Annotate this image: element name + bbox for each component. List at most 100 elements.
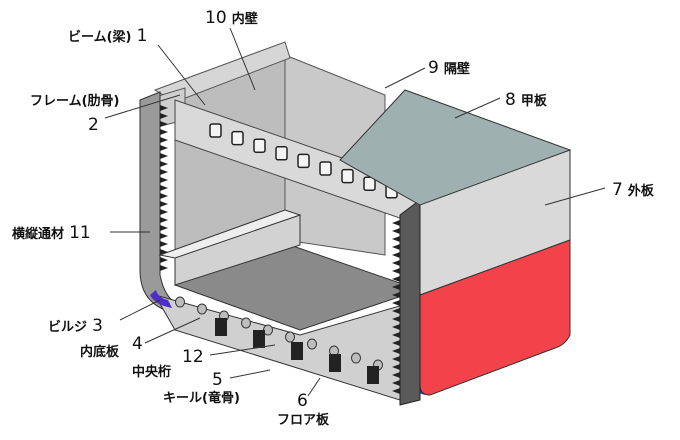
label-9: 9 隔壁 [428, 60, 470, 77]
leader-9 [384, 67, 426, 89]
leader-4 [144, 317, 201, 344]
frame-tooth [160, 225, 168, 231]
frame-tooth [392, 228, 400, 234]
label-2-num: 2 [88, 115, 99, 135]
leader-3 [119, 299, 161, 321]
lightening-hole [231, 130, 244, 146]
frame-tooth [160, 169, 168, 175]
floor-gap [215, 318, 227, 336]
frame-tooth [160, 137, 168, 143]
label-5-num: 5 [212, 370, 223, 390]
frame-tooth [392, 276, 400, 282]
leader-2 [104, 94, 181, 119]
label-4-num: 4 [132, 334, 143, 354]
label-7-text: 外板 [627, 184, 654, 199]
leader-12 [209, 344, 276, 356]
label-7: 7 外板 [612, 182, 654, 199]
label-1: ビーム(梁) 1 [68, 28, 147, 45]
floor-gap [329, 354, 341, 372]
bilge-keel-left [150, 290, 172, 308]
leader-8 [454, 97, 501, 119]
frame-tooth [160, 209, 168, 215]
frame-tooth [160, 201, 168, 207]
label-8: 8 甲板 [505, 92, 547, 109]
label-12-num: 12 [182, 347, 204, 367]
label-10-num: 10 [205, 8, 227, 28]
label-9-text: 隔壁 [443, 62, 470, 77]
floor-hole [197, 303, 207, 315]
label-8-num: 8 [505, 90, 516, 110]
right-side-frame-strip [399, 199, 421, 406]
frame-tooth [160, 265, 168, 271]
frame-tooth [160, 113, 168, 119]
frame-tooth [392, 220, 400, 226]
frame-tooth [392, 284, 400, 290]
frame-tooth [160, 105, 168, 111]
label-10-text: 内壁 [231, 12, 258, 27]
label-11: 横縦通材 11 [12, 225, 91, 242]
floor-gap [291, 342, 303, 360]
frame-tooth [392, 308, 400, 314]
floor-hole [175, 296, 185, 308]
frame-tooth [160, 193, 168, 199]
label-11-num: 11 [69, 223, 91, 243]
leader-7 [544, 187, 606, 206]
frame-tooth [392, 316, 400, 322]
label-6-num: 6 [297, 391, 308, 411]
frame-tooth [160, 233, 168, 239]
frame-tooth [160, 185, 168, 191]
floor-hole [351, 352, 361, 364]
floor-hole [285, 331, 295, 343]
frame-tooth [392, 332, 400, 338]
frame-tooth [392, 324, 400, 330]
frame-tooth [160, 217, 168, 223]
lightening-hole [275, 146, 288, 161]
frame-tooth [392, 340, 400, 346]
frame-tooth [392, 292, 400, 298]
lightening-hole [319, 161, 332, 176]
beam-lightening-holes [209, 123, 398, 199]
frame-tooth [160, 129, 168, 135]
floor-gap [253, 330, 265, 348]
label-1-text: ビーム(梁) [68, 30, 132, 45]
leader-5 [229, 369, 271, 379]
deck-plate [339, 89, 572, 206]
label-11-text: 横縦通材 [12, 227, 65, 242]
label-9-num: 9 [428, 58, 439, 78]
leader-6 [307, 377, 321, 397]
frame-tooth [160, 145, 168, 151]
lightening-hole [253, 138, 266, 153]
lightening-hole [209, 123, 222, 138]
frame-tooth [392, 348, 400, 354]
frame-teeth-right [392, 220, 400, 394]
frame-tooth [392, 244, 400, 250]
inner-bottom-step-top [158, 209, 302, 259]
lightening-hole [297, 153, 310, 169]
label-6-text: フロア板 [277, 413, 330, 428]
frame-tooth [160, 177, 168, 183]
frame-tooth [160, 249, 168, 255]
label-2-text: フレーム(肋骨) [30, 94, 120, 109]
lightening-hole [363, 176, 376, 191]
floor-hole [241, 317, 251, 329]
frame-tooth [392, 300, 400, 306]
label-3: ビルジ 3 [48, 318, 103, 335]
frame-tooth [392, 252, 400, 258]
frame-tooth [160, 153, 168, 159]
frame-tooth [392, 364, 400, 370]
floor-hole [307, 338, 317, 350]
label-2-text-wrap: フレーム(肋骨) [30, 92, 120, 108]
frame-tooth [160, 121, 168, 127]
frame-tooth [392, 372, 400, 378]
leader-1 [157, 44, 206, 106]
leader-10 [229, 27, 256, 91]
frame-tooth [392, 268, 400, 274]
frame-tooth [392, 356, 400, 362]
frame-teeth-left [160, 105, 168, 271]
floor-gap [367, 366, 379, 384]
outer-shell-lower [419, 239, 571, 396]
label-12-text: 中央桁 [132, 365, 172, 380]
frame-tooth [160, 241, 168, 247]
frame-tooth [392, 236, 400, 242]
